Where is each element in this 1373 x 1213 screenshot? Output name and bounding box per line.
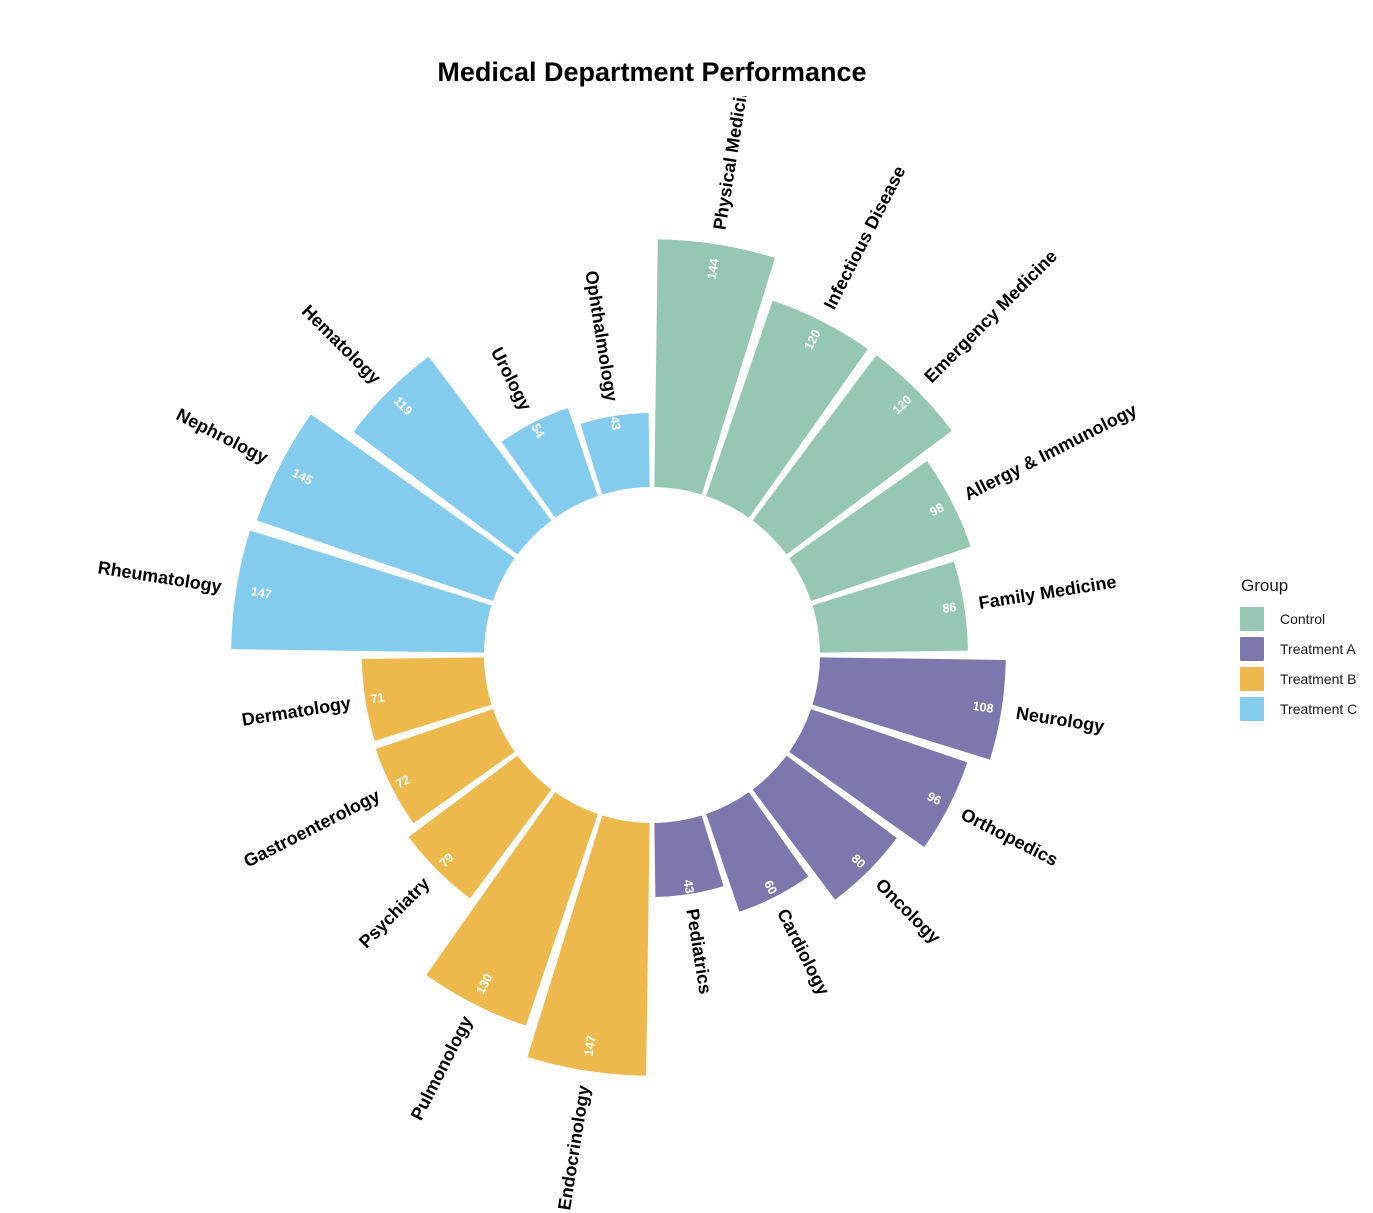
value-label-cardiology: 60 bbox=[761, 878, 780, 897]
wedge-urology bbox=[499, 405, 601, 521]
legend-label: Treatment C bbox=[1280, 701, 1358, 717]
value-label-rheumatology: 147 bbox=[250, 585, 273, 602]
wedge-nephrology bbox=[254, 411, 518, 604]
wedge-endocrinology bbox=[525, 812, 653, 1079]
legend-label: Treatment B bbox=[1280, 671, 1357, 687]
legend-swatch-treatment-a bbox=[1240, 637, 1264, 661]
wedge-cardiology bbox=[703, 789, 811, 915]
wedge-hematology bbox=[351, 354, 554, 557]
category-label-psychiatry: Psychiatry bbox=[355, 873, 434, 952]
wedge-oncology bbox=[750, 753, 900, 903]
wedge-physical-medicine bbox=[651, 236, 778, 498]
category-label-gastroenterology: Gastroenterology bbox=[240, 785, 383, 871]
legend-item-treatment-c: Treatment C bbox=[1240, 697, 1373, 721]
wedge-family-medicine bbox=[809, 559, 971, 656]
value-label-orthopedics: 96 bbox=[925, 789, 944, 808]
value-label-endocrinology: 147 bbox=[582, 1034, 599, 1057]
category-label-hematology: Hematology bbox=[298, 301, 385, 388]
value-label-gastroenterology: 72 bbox=[394, 772, 413, 791]
category-label-nephrology: Nephrology bbox=[173, 404, 271, 467]
value-label-urology: 54 bbox=[528, 421, 547, 440]
value-label-dermatology: 71 bbox=[370, 690, 386, 706]
category-label-physical-medicine: Physical Medicine bbox=[709, 75, 753, 231]
category-label-urology: Urology bbox=[487, 344, 536, 414]
category-label-dermatology: Dermatology bbox=[240, 693, 352, 730]
category-label-ophthalmology: Ophthalmology bbox=[581, 269, 621, 403]
value-label-pediatrics: 43 bbox=[681, 879, 697, 895]
category-label-oncology: Oncology bbox=[872, 875, 945, 948]
wedge-allergy-immunology bbox=[786, 458, 974, 604]
wedge-gastroenterology bbox=[373, 706, 518, 826]
wedge-rheumatology bbox=[228, 528, 495, 656]
legend-label: Control bbox=[1280, 611, 1326, 627]
category-label-orthopedics: Orthopedics bbox=[958, 804, 1062, 870]
wedge-neurology bbox=[809, 654, 1009, 763]
wedge-orthopedics bbox=[786, 706, 970, 850]
category-label-neurology: Neurology bbox=[1015, 703, 1106, 737]
category-label-allergy-immunology: Allergy & Immunology bbox=[961, 400, 1140, 505]
value-label-physical-medicine: 144 bbox=[705, 257, 722, 280]
wedge-infectious-disease bbox=[703, 298, 871, 521]
legend-item-treatment-b: Treatment B bbox=[1240, 667, 1373, 691]
wedge-ophthalmology bbox=[577, 410, 653, 498]
value-label-family-medicine: 86 bbox=[941, 600, 957, 616]
wedge-pulmonology bbox=[423, 789, 601, 1029]
legend-item-treatment-a: Treatment A bbox=[1240, 637, 1373, 661]
value-label-allergy-immunology: 98 bbox=[927, 500, 946, 519]
category-label-cardiology: Cardiology bbox=[773, 905, 834, 998]
legend-swatch-control bbox=[1240, 607, 1264, 631]
chart-title: Medical Department Performance bbox=[437, 57, 867, 87]
legend-swatch-treatment-b bbox=[1240, 667, 1264, 691]
category-label-emergency-medicine: Emergency Medicine bbox=[920, 246, 1061, 387]
wedge-pediatrics bbox=[651, 812, 727, 900]
value-label-neurology: 108 bbox=[972, 699, 995, 716]
category-label-rheumatology: Rheumatology bbox=[96, 557, 223, 596]
category-label-pulmonology: Pulmonology bbox=[407, 1013, 477, 1124]
category-label-infectious-disease: Infectious Disease bbox=[820, 163, 910, 313]
legend-label: Treatment A bbox=[1280, 641, 1356, 657]
legend-item-control: Control bbox=[1240, 607, 1373, 631]
category-label-family-medicine: Family Medicine bbox=[977, 572, 1117, 614]
wedge-emergency-medicine bbox=[750, 352, 955, 557]
wedge-dermatology bbox=[359, 654, 495, 744]
legend-title: Group bbox=[1241, 576, 1289, 595]
category-label-endocrinology: Endocrinology bbox=[554, 1084, 593, 1212]
wedge-psychiatry bbox=[406, 753, 554, 901]
category-label-pediatrics: Pediatrics bbox=[682, 907, 715, 995]
legend-swatch-treatment-c bbox=[1240, 697, 1264, 721]
value-label-ophthalmology: 43 bbox=[607, 415, 623, 431]
